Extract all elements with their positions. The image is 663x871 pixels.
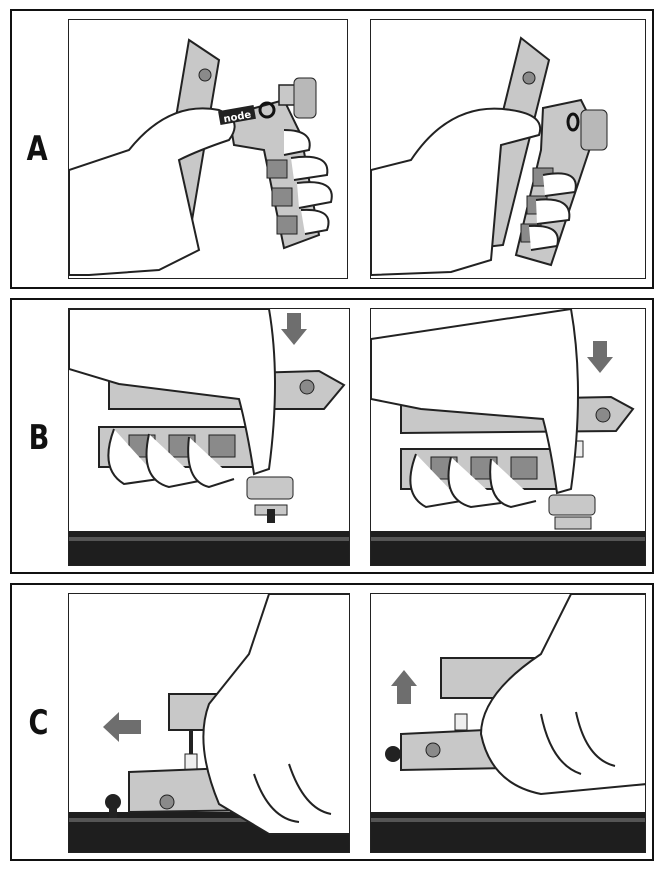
- arrow-left-icon: [103, 712, 141, 742]
- hand-illustration: [371, 107, 577, 277]
- hand-illustration: [69, 309, 276, 489]
- step-a-illustration-1: node: [68, 19, 348, 279]
- step-b-panel: B: [10, 298, 654, 574]
- arrow-down-icon: [281, 313, 307, 345]
- tool-brand-label: node: [223, 110, 253, 126]
- step-c-panel: C: [10, 583, 654, 861]
- step-b-illustration-1: [68, 308, 350, 566]
- step-label-b: B: [28, 418, 50, 458]
- arrow-up-icon: [391, 670, 417, 704]
- step-label-a: A: [26, 129, 48, 169]
- step-a-panel: A: [10, 9, 654, 289]
- step-a-illustration-2: [370, 19, 646, 279]
- pipe: [371, 531, 645, 565]
- step-c-illustration-2: [370, 593, 646, 853]
- step-c-illustration-1: [68, 593, 350, 853]
- hand-illustration: [69, 107, 333, 276]
- hand-illustration: [479, 594, 645, 796]
- step-b-illustration-2: [370, 308, 646, 566]
- ring-marker: [258, 101, 276, 119]
- pipe: [371, 812, 645, 852]
- arrow-down-icon: [587, 341, 613, 373]
- pipe: [69, 531, 349, 565]
- hand-illustration: [202, 594, 349, 835]
- ring-marker: [566, 112, 580, 132]
- hand-illustration: [371, 309, 579, 509]
- step-label-c: C: [28, 703, 49, 743]
